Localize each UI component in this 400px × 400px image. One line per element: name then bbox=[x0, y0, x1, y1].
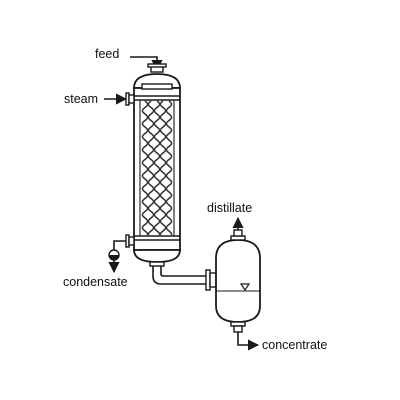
distillate-outlet bbox=[230, 216, 246, 241]
tube-bundle bbox=[141, 100, 173, 236]
heating-tube bbox=[153, 100, 161, 236]
concentrate-label: concentrate bbox=[262, 338, 327, 352]
evaporator-column bbox=[133, 73, 181, 263]
feed-inlet bbox=[130, 56, 167, 73]
steam-label: steam bbox=[64, 92, 98, 106]
feed-label: feed bbox=[95, 47, 119, 61]
heating-tube bbox=[165, 100, 173, 236]
steam-inlet bbox=[104, 92, 135, 106]
transfer-pipe bbox=[149, 261, 217, 291]
liquid-level-icon bbox=[239, 283, 251, 292]
condensate-label: condensate bbox=[63, 275, 128, 289]
heating-tube bbox=[147, 100, 155, 236]
condensate-outlet bbox=[108, 234, 135, 274]
heating-tube bbox=[141, 100, 149, 236]
concentrate-outlet bbox=[230, 321, 260, 351]
separator-vessel bbox=[215, 239, 261, 323]
distillate-label: distillate bbox=[207, 201, 252, 215]
heating-tube bbox=[159, 100, 167, 236]
